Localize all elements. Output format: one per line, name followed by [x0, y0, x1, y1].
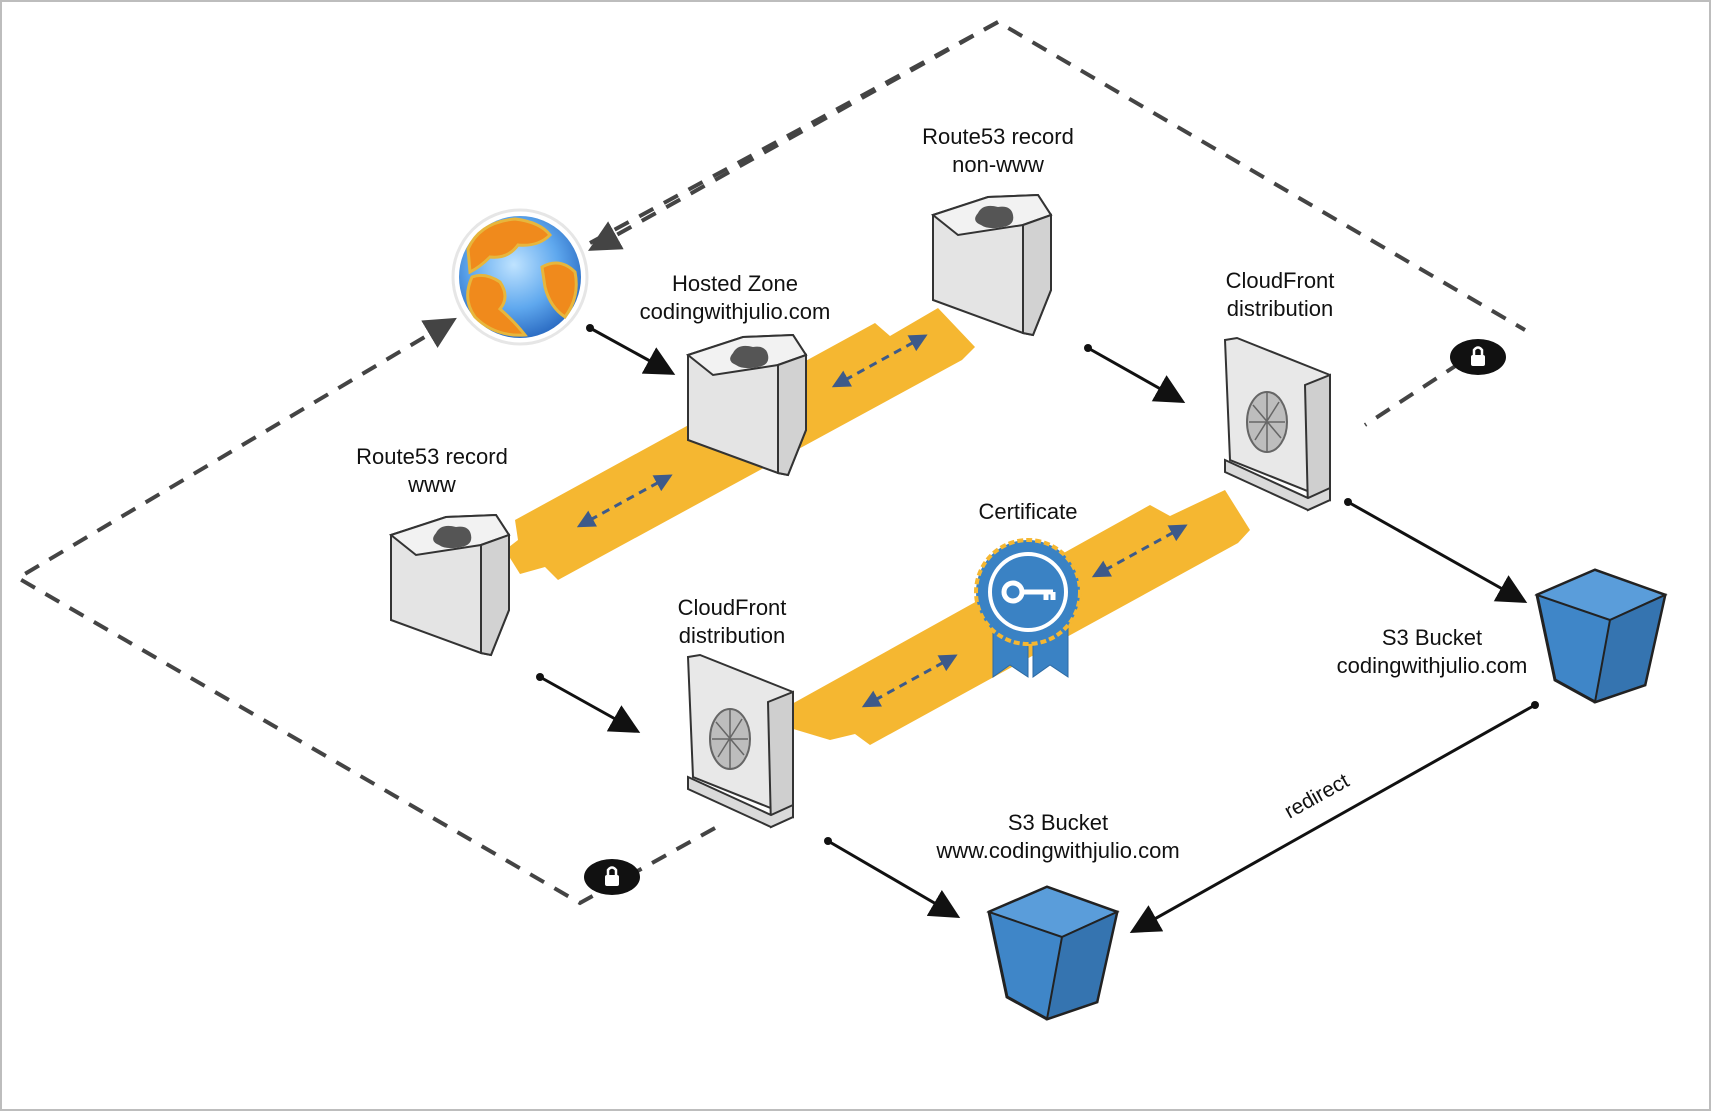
redirect-label: redirect — [1281, 769, 1354, 823]
hosted-zone-label-2: codingwithjulio.com — [640, 299, 831, 324]
certificate-badge-icon — [974, 538, 1082, 678]
route53-nonwww-label-1: Route53 record — [922, 124, 1074, 149]
hosted-zone-label-1: Hosted Zone — [672, 271, 798, 296]
s3-bucket-icon — [1534, 568, 1668, 704]
flow-arrow-tails — [536, 324, 1539, 845]
s3-root-label-2: codingwithjulio.com — [1337, 653, 1528, 678]
certificate-label: Certificate — [978, 499, 1077, 524]
hosted-zone-icon — [685, 333, 808, 477]
flow-arrows — [539, 326, 1536, 933]
cloudfront-bottom-label-2: distribution — [679, 623, 785, 648]
route53-www-label-2: www — [407, 472, 456, 497]
cloudfront-distribution-icon — [1223, 336, 1331, 512]
cloudfront-bottom-label-1: CloudFront — [678, 595, 787, 620]
route53-record-icon — [930, 193, 1053, 337]
route53-nonwww-label-2: non-www — [952, 152, 1044, 177]
globe-icon — [451, 208, 589, 346]
s3-root-label-1: S3 Bucket — [1382, 625, 1482, 650]
dashed-boundary — [14, 19, 1527, 906]
cloudfront-top-label-2: distribution — [1227, 296, 1333, 321]
s3-www-label-1: S3 Bucket — [1008, 810, 1108, 835]
lock-icon — [584, 859, 640, 895]
s3-www-label-2: www.codingwithjulio.com — [935, 838, 1179, 863]
cloudfront-distribution-icon — [686, 653, 794, 829]
route53-record-icon — [388, 513, 511, 657]
cloudfront-top-label-1: CloudFront — [1226, 268, 1335, 293]
route53-www-label-1: Route53 record — [356, 444, 508, 469]
s3-bucket-icon — [986, 885, 1120, 1021]
lock-icon — [1450, 339, 1506, 375]
